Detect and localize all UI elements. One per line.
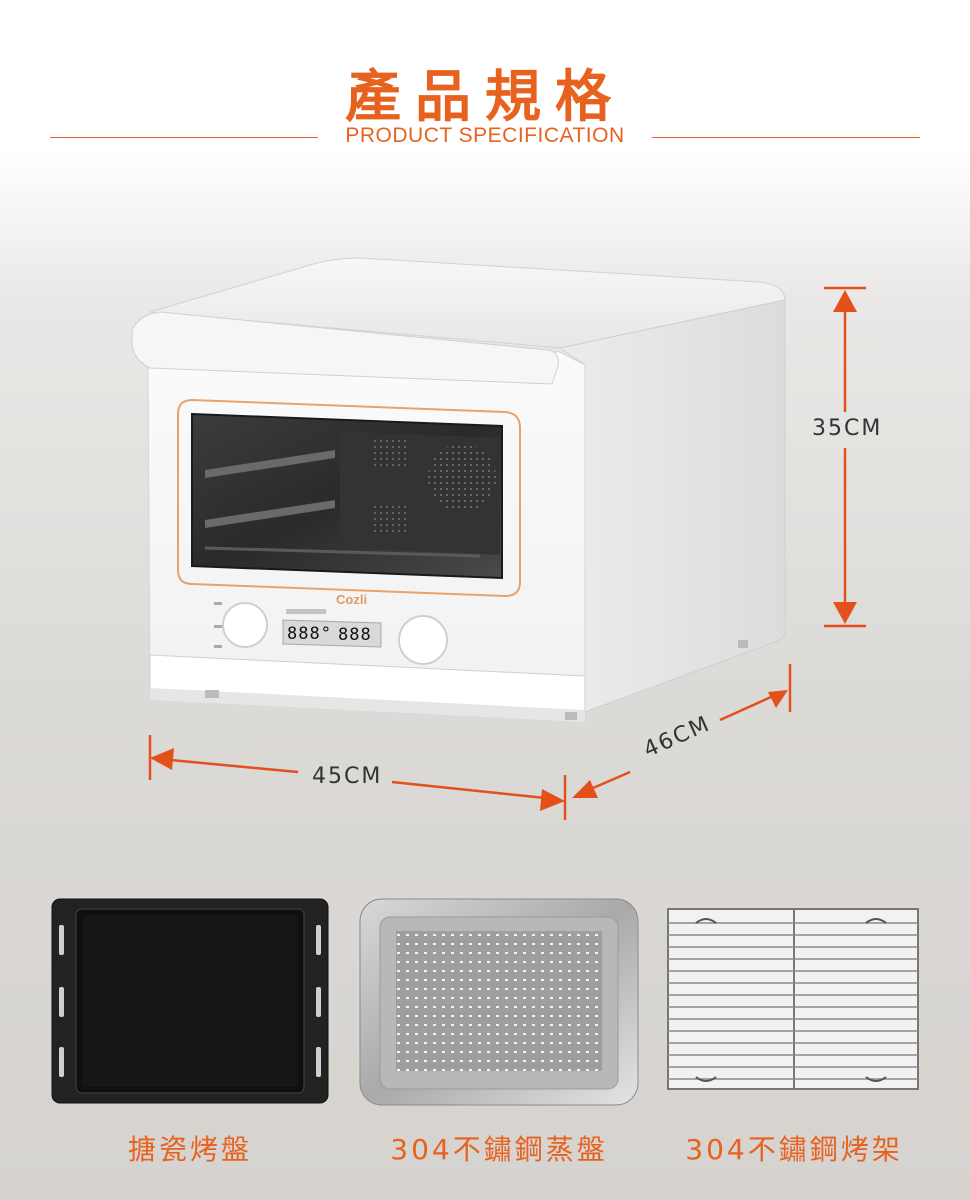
page-subtitle: PRODUCT SPECIFICATION [345, 124, 625, 147]
brand-logo: Cozli [336, 592, 368, 607]
depth-dimension [572, 664, 792, 798]
enamel-tray-image [51, 898, 329, 1104]
title-rule-left [50, 137, 318, 138]
left-knob [222, 602, 268, 648]
page-title: 產品規格 [345, 65, 625, 130]
height-dimension [824, 286, 866, 628]
steam-tray-image [359, 898, 639, 1106]
height-label: 35CM [812, 416, 883, 441]
accessory-label-enamel-tray: 搪瓷烤盤 [127, 1133, 252, 1166]
lcd-panel [282, 619, 382, 648]
accessory-label-steam-tray: 304不鏽鋼蒸盤 [390, 1133, 608, 1166]
title-rule-right [652, 137, 920, 138]
lcd-temperature: 888° [287, 624, 332, 644]
window-trim [177, 398, 521, 598]
accessory-label-grill-rack: 304不鏽鋼烤架 [685, 1133, 903, 1166]
width-dimension [148, 735, 567, 820]
oven-lip [131, 311, 559, 385]
oven-illustration [131, 257, 866, 820]
oven-side [558, 299, 786, 713]
oven-top [149, 257, 786, 349]
lcd-time: 888 [338, 625, 372, 645]
width-label: 45CM [312, 764, 383, 789]
right-knob [398, 615, 448, 665]
grill-rack-image [667, 908, 919, 1090]
